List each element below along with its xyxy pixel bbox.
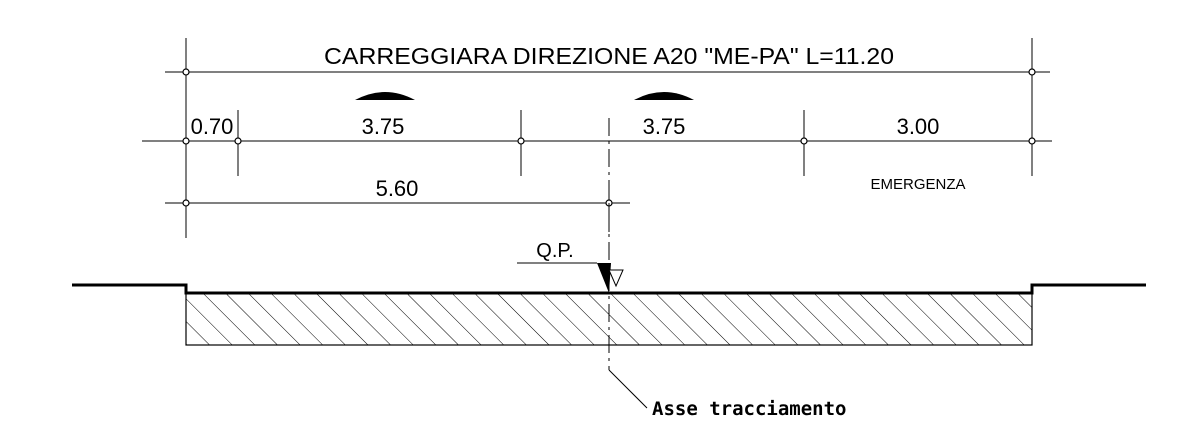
dimension-label-lane-2: 3.75	[643, 114, 686, 139]
dimension-label-shoulder: 0.70	[191, 114, 234, 139]
dimension-label-emergency: 3.00	[897, 114, 940, 139]
dimension-tick	[517, 137, 525, 145]
dimension-tick	[1028, 68, 1036, 76]
dimension-tick	[182, 68, 190, 76]
traffic-direction-arrow-icon	[355, 92, 415, 100]
qp-marker-filled-icon	[597, 263, 611, 293]
axis-leader-line	[608, 369, 648, 409]
qp-marker-outline-icon	[608, 269, 624, 288]
dimension-tick	[182, 137, 190, 145]
emergency-lane-label: EMERGENZA	[870, 176, 965, 193]
dimension-label-half-width: 5.60	[376, 176, 419, 201]
section-title: CARREGGIARA DIREZIONE A20 "ME-PA" L=11.2…	[324, 43, 894, 69]
dimension-tick	[234, 137, 242, 145]
qp-label: Q.P.	[536, 240, 573, 262]
traffic-direction-arrow-icon	[634, 92, 694, 100]
dimension-tick	[1028, 137, 1036, 145]
axis-label: Asse tracciamento	[652, 398, 846, 420]
dimension-tick	[800, 137, 808, 145]
dimension-label-lane-1: 3.75	[362, 114, 405, 139]
dimension-tick	[182, 199, 190, 207]
